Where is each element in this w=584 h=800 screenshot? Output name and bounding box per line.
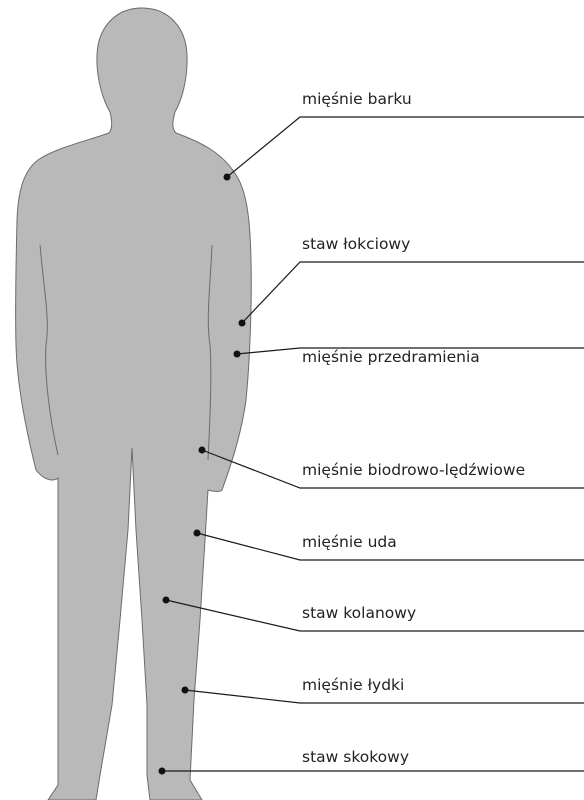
marker-dot <box>239 320 246 327</box>
label-ankle-joint: staw skokowy <box>302 748 409 766</box>
label-shoulder-muscles: mięśnie barku <box>302 90 412 108</box>
marker-dot <box>199 447 206 454</box>
label-calf-muscles: mięśnie łydki <box>302 676 404 694</box>
marker-dot <box>182 687 189 694</box>
marker-dot <box>224 174 231 181</box>
marker-dot <box>234 351 241 358</box>
callout-shoulder-muscles: mięśnie barku <box>224 90 584 181</box>
callout-ankle-joint: staw skokowy <box>159 748 584 775</box>
label-knee-joint: staw kolanowy <box>302 604 416 622</box>
leader-line <box>242 262 584 323</box>
marker-dot <box>163 597 170 604</box>
callout-calf-muscles: mięśnie łydki <box>182 676 584 703</box>
label-iliopsoas-muscles: mięśnie biodrowo-lędźwiowe <box>302 461 525 479</box>
human-body-silhouette <box>16 8 252 800</box>
label-elbow-joint: staw łokciowy <box>302 235 410 253</box>
callout-thigh-muscles: mięśnie uda <box>194 530 584 561</box>
marker-dot <box>159 768 166 775</box>
leader-line <box>227 117 584 177</box>
label-thigh-muscles: mięśnie uda <box>302 533 397 551</box>
callout-elbow-joint: staw łokciowy <box>239 235 584 327</box>
callout-forearm-muscles: mięśnie przedramienia <box>234 348 584 366</box>
label-forearm-muscles: mięśnie przedramienia <box>302 348 480 366</box>
callout-iliopsoas-muscles: mięśnie biodrowo-lędźwiowe <box>199 447 584 489</box>
marker-dot <box>194 530 201 537</box>
callout-knee-joint: staw kolanowy <box>163 597 584 632</box>
